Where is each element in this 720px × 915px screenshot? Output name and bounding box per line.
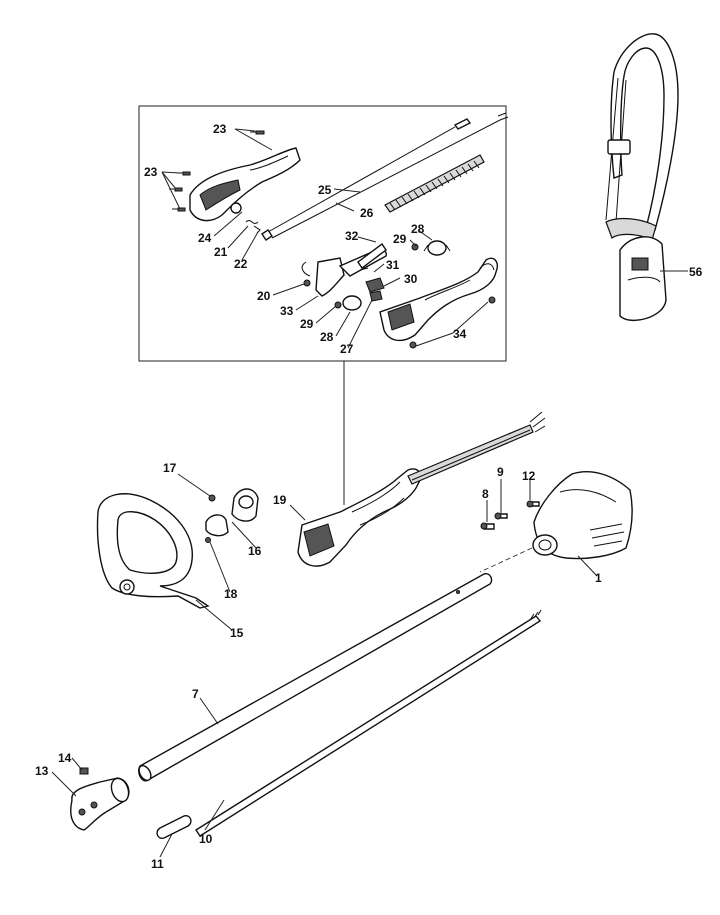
label-12: 12 [522, 469, 536, 483]
label-17: 17 [163, 461, 177, 475]
label-23-left: 23 [144, 165, 158, 179]
label-21: 21 [214, 245, 228, 259]
protective-spring-26 [384, 154, 485, 213]
label-31: 31 [386, 258, 400, 272]
label-15: 15 [230, 626, 244, 640]
drive-tube-7 [138, 572, 493, 782]
clamp-28-29-lower [334, 295, 362, 311]
label-1: 1 [595, 571, 602, 585]
label-25: 25 [318, 183, 332, 197]
screws-8-9-12 [480, 500, 540, 530]
clamp-28-29-upper [411, 240, 451, 256]
label-24: 24 [198, 231, 212, 245]
handle-assembly-19 [297, 411, 546, 567]
label-9: 9 [497, 465, 504, 479]
clamp-16 [205, 488, 259, 543]
label-28-upper: 28 [411, 222, 425, 236]
label-29-upper: 29 [393, 232, 407, 246]
leader-lines [51, 128, 688, 858]
throttle-cable-25 [261, 112, 509, 241]
gear-head-guard-1 [479, 471, 633, 573]
detail-inset-frame [138, 105, 507, 362]
label-16: 16 [248, 544, 262, 558]
label-28-lower: 28 [320, 330, 334, 344]
label-13: 13 [35, 764, 49, 778]
loop-handle-15 [96, 493, 210, 609]
label-18: 18 [224, 587, 238, 601]
label-19: 19 [273, 493, 287, 507]
label-10: 10 [199, 832, 213, 846]
label-23-top: 23 [213, 122, 227, 136]
sleeve-11 [156, 814, 192, 840]
part-labels: 23 23 24 21 22 25 26 32 29 28 31 30 20 3… [35, 122, 703, 871]
shoulder-harness-56 [605, 33, 679, 321]
label-14: 14 [58, 751, 72, 765]
handle-housing-27 [379, 257, 498, 349]
label-56: 56 [689, 265, 703, 279]
label-26: 26 [360, 206, 374, 220]
label-29-lower: 29 [300, 317, 314, 331]
label-7: 7 [192, 687, 199, 701]
label-11: 11 [151, 857, 164, 871]
label-22: 22 [234, 257, 248, 271]
label-30: 30 [404, 272, 418, 286]
label-20: 20 [257, 289, 271, 303]
label-8: 8 [482, 487, 489, 501]
label-34: 34 [453, 327, 467, 341]
throttle-trigger-33 [301, 242, 387, 297]
label-32: 32 [345, 229, 359, 243]
switch-30-31 [359, 267, 385, 302]
label-33: 33 [280, 304, 294, 318]
label-27: 27 [340, 342, 354, 356]
handle-half-shell [189, 147, 301, 222]
small-parts-21-22 [245, 220, 261, 234]
drive-shaft-10 [195, 609, 542, 837]
coupler-13 [70, 777, 130, 831]
